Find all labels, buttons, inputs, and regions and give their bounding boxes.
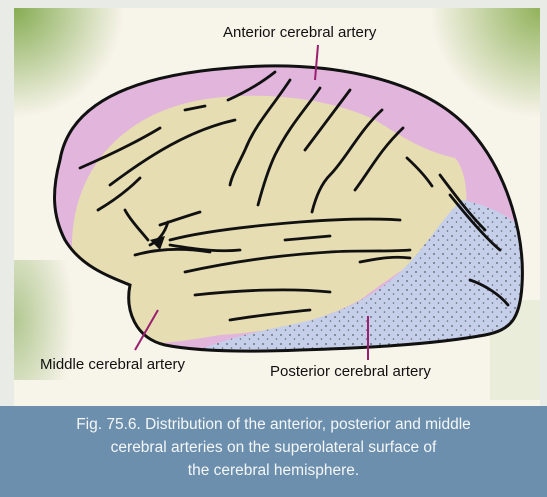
anterior-artery-label: Anterior cerebral artery bbox=[223, 24, 376, 41]
caption-line-3: the cerebral hemisphere. bbox=[0, 459, 547, 482]
corner-tint-top-right bbox=[430, 8, 540, 118]
figure-caption: Fig. 75.6. Distribution of the anterior,… bbox=[0, 413, 547, 482]
caption-line-2: cerebral arteries on the superolateral s… bbox=[0, 436, 547, 459]
middle-artery-label: Middle cerebral artery bbox=[40, 356, 185, 373]
caption-line-1: Fig. 75.6. Distribution of the anterior,… bbox=[0, 413, 547, 436]
posterior-artery-label: Posterior cerebral artery bbox=[270, 363, 431, 380]
